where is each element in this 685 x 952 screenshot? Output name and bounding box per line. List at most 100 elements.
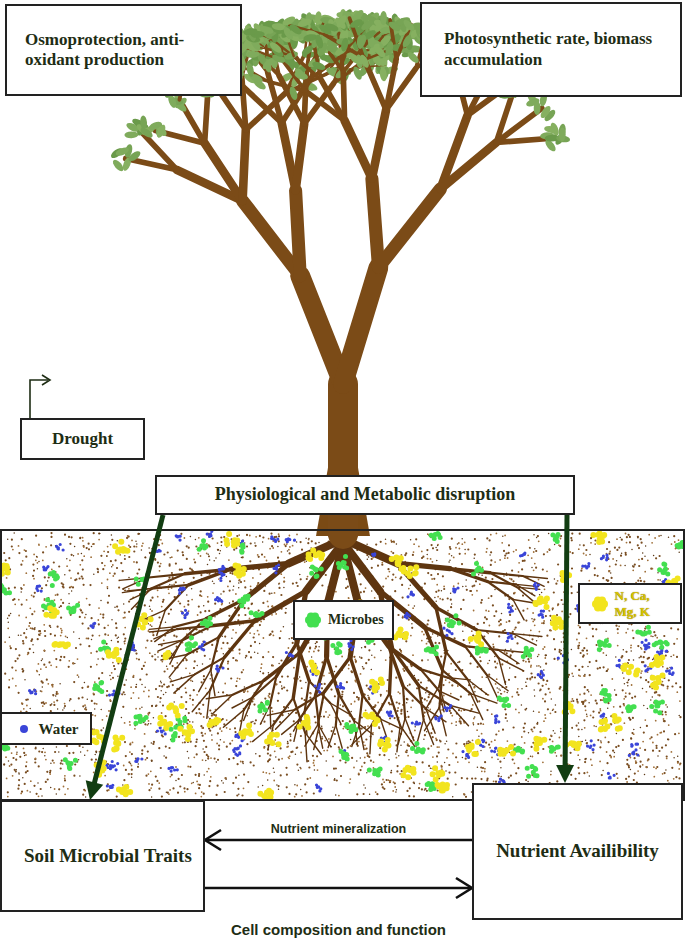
response-box: Osmoprotection, anti-oxidant production [5,4,242,96]
legend-icon [14,719,34,739]
branch-line [345,121,372,179]
leaf [559,127,566,141]
branch-line [296,124,305,191]
branch-line [372,110,386,179]
root-line [359,725,364,749]
text-stack: Microbes [328,612,384,629]
leaf [243,27,258,36]
stress-box: Drought [20,418,145,460]
node-text: Drought [52,429,113,449]
leaf [379,67,387,82]
text-stack: Drought [52,429,113,449]
root-line [439,691,459,700]
root-line [293,653,300,698]
text-stack: Osmoprotection, anti-oxidant production [25,30,230,71]
leaf [534,101,541,115]
root-line [403,686,426,709]
root-line [487,675,499,699]
connector [205,878,472,898]
connector [86,515,163,800]
legend-icon [590,594,610,614]
connector-line [206,839,472,842]
leaf [380,66,390,81]
text-stack: N, Ca, Mg, K [615,588,671,619]
text-stack: Soil Microbial Traits [24,845,192,868]
connector-line [94,515,164,786]
root-line [297,643,309,681]
root-line [370,726,372,754]
root-line [450,706,468,726]
edge-label: Cell composition and function [228,921,449,938]
root-line [295,692,325,710]
root-line [513,600,524,620]
arrow-head [456,878,472,898]
root-line [149,627,174,630]
leaf [373,44,388,59]
branch-line [343,267,379,384]
effect-box: Physiological and Metabolic disruption [155,475,575,515]
leaf [340,37,349,52]
root-line [206,695,232,699]
leaf [288,86,299,101]
outcome-box: Nutrient Availibility [472,783,683,920]
leaf [294,70,309,81]
root-line [487,582,513,600]
leaf [127,149,142,163]
root-line [223,710,244,727]
root-line [192,690,210,712]
leaf [115,146,131,158]
connector-line [565,515,567,769]
root-line [513,634,537,646]
leaf [357,34,368,49]
leaf [380,11,387,25]
root-line [350,657,362,695]
leaf [245,50,260,58]
root-line [339,694,354,721]
legend-icon [303,610,323,630]
leaf [352,65,364,81]
branch-line [296,191,301,276]
root-line [448,678,467,690]
connector [556,515,574,783]
root-line [398,718,405,743]
node-text: Nutrient Availibility [496,840,659,863]
root-line [436,607,477,630]
arrow-head [86,780,104,800]
pointer-head [42,375,50,385]
leaf [358,53,370,69]
node-text: N, Ca, Mg, K [615,588,671,619]
root-line [305,733,307,762]
root-line [274,698,294,725]
root-line [336,694,339,725]
root-line [199,670,211,692]
root-line [149,574,185,578]
node-text: Microbes [328,612,384,629]
root-line [499,658,506,684]
node-text: Soil Microbial Traits [24,845,192,868]
leaf [335,14,349,29]
response-box: Photosynthetic rate, biomass accumulatio… [420,2,682,97]
legend-box: Water [0,712,92,745]
nutrient-dot [2,532,678,799]
root-line [327,656,339,694]
connector-line [205,887,471,890]
leaf [314,34,325,49]
icon-dot [20,725,28,733]
leaf [311,60,327,72]
branch-line [243,130,246,201]
root-line [403,686,405,718]
leaf [349,17,365,29]
leaf [245,62,255,77]
soil-texture [2,531,682,799]
text-stack: Water [39,720,79,738]
root-line [336,725,342,748]
arrow-head [556,765,574,783]
leaf [147,120,163,132]
text-stack: Physiological and Metabolic disruption [215,484,516,506]
branch-line [205,143,243,201]
leaf [140,115,148,130]
legend-box: N, Ca, Mg, K [578,583,682,624]
leaf [384,41,395,56]
root-line [439,691,444,712]
